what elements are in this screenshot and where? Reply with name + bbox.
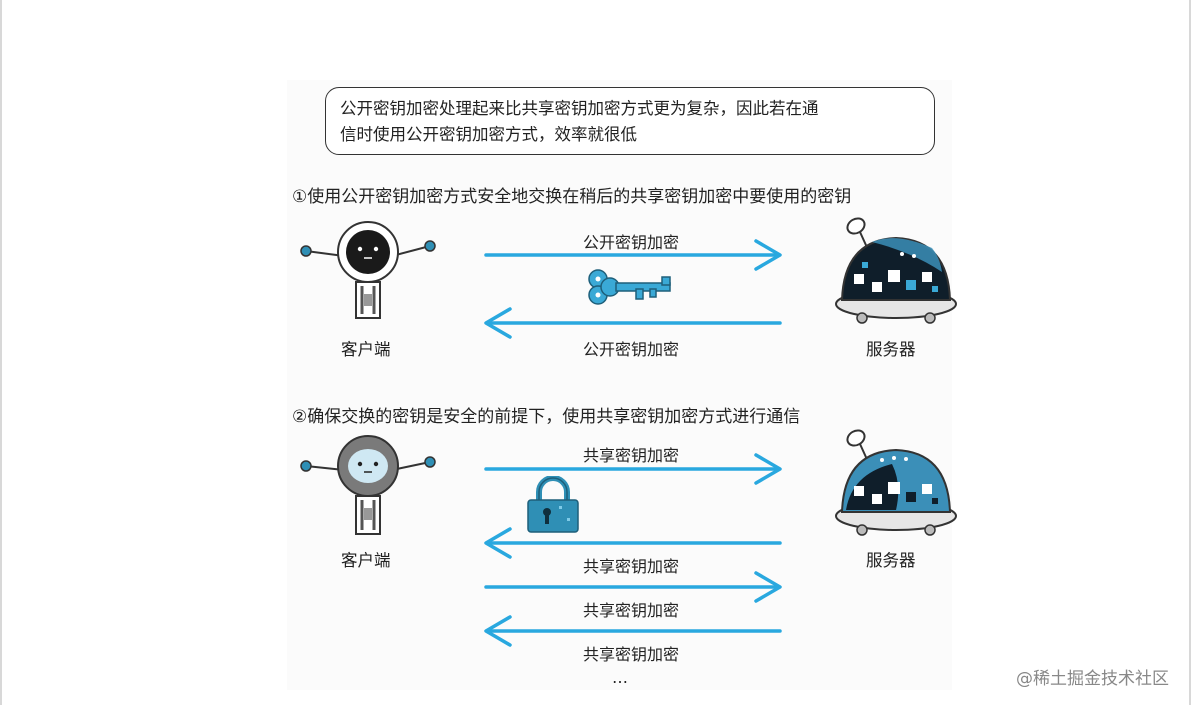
step2-arrow2-label: 共享密钥加密 <box>582 557 679 576</box>
key-icon <box>588 269 671 305</box>
step1-server-label: 服务器 <box>866 340 916 359</box>
step2-arrow1-label: 共享密钥加密 <box>582 446 679 465</box>
step1-arrow-left <box>484 307 782 339</box>
frame-edge-right <box>1189 0 1191 705</box>
step2-client-label: 客户端 <box>341 551 391 570</box>
ellipsis: … <box>612 668 628 687</box>
step2-arrow3-label: 共享密钥加密 <box>582 601 679 620</box>
note-box: 公开密钥加密处理起来比共享密钥加密方式更为复杂，因此若在通 信时使用公开密钥加密… <box>325 87 935 155</box>
server-robot-icon <box>835 429 957 536</box>
step2-arrow2-left <box>484 527 782 559</box>
step2-arrow1-right <box>484 453 782 485</box>
watermark: @稀土掘金技术社区 <box>1016 669 1169 689</box>
server-robot-icon <box>835 217 957 324</box>
frame-edge-left <box>0 0 2 705</box>
note-line-2: 信时使用公开密钥加密方式，效率就很低 <box>340 125 637 144</box>
step2-title: ②确保交换的密钥是安全的前提下，使用共享密钥加密方式进行通信 <box>292 407 801 427</box>
step2-arrow3-right <box>484 571 782 603</box>
step2-arrow4-label: 共享密钥加密 <box>582 645 679 664</box>
step1-client-label: 客户端 <box>341 340 391 359</box>
step1-arrow-top-label: 公开密钥加密 <box>582 233 679 252</box>
step2-server-label: 服务器 <box>866 551 916 570</box>
client-robot-icon <box>300 221 436 319</box>
step1-arrow-right <box>484 239 782 271</box>
lock-icon <box>527 476 579 533</box>
step1-title: ①使用公开密钥加密方式安全地交换在稍后的共享密钥加密中要使用的密钥 <box>292 187 852 207</box>
step1-arrow-bottom-label: 公开密钥加密 <box>582 340 679 359</box>
client-robot-icon <box>300 435 436 535</box>
note-line-1: 公开密钥加密处理起来比共享密钥加密方式更为复杂，因此若在通 <box>340 99 819 118</box>
step2-arrow4-left <box>484 615 782 647</box>
